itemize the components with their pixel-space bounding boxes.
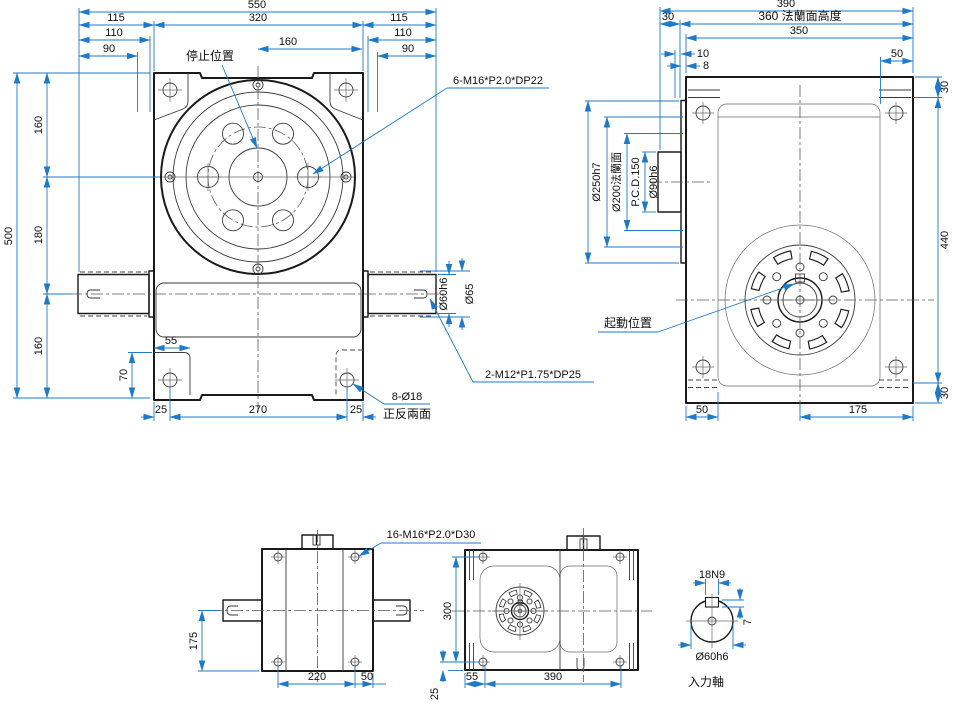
front-labels: 停止位置 6-M16*P2.0*DP22 2-M12*P1.75*DP25 8-… (186, 48, 594, 421)
note-table-taps: 16-M16*P2.0*D30 (387, 529, 476, 541)
dim-side-pcd: P.C.D.150 (630, 157, 642, 206)
dim-side-50-top: 50 (891, 48, 903, 60)
dim-front-500: 500 (3, 227, 15, 245)
note-base-holes-2: 正反兩面 (383, 407, 431, 421)
dim-front-70: 70 (118, 369, 130, 381)
dim-side-350: 350 (790, 25, 808, 37)
front-view: 550 115 320 115 110 110 90 90 160 500 (3, 0, 594, 421)
dim-side-30-top: 30 (939, 81, 951, 93)
bottom-view-ring (492, 583, 548, 640)
dim-front-110-left: 110 (105, 27, 123, 39)
dim-side-flange-od: Ø250h7 (591, 162, 603, 201)
front-corner-holes (158, 78, 359, 392)
dim-front-90-left: 90 (103, 43, 115, 55)
dim-key-depth: 7 (742, 619, 754, 625)
side-corner-screws (692, 102, 907, 378)
dim-front-110-right: 110 (394, 27, 412, 39)
side-dimensions: 390 30 360 法蘭面高度 350 10 8 50 30 440 30 (584, 0, 951, 421)
dim-front-shaft-dia: Ø60h6 (438, 277, 450, 310)
dim-key-width: 18N9 (699, 569, 725, 581)
dim-bottom-390: 390 (544, 671, 562, 683)
bottom-view-dimensions: 300 25 55 390 (429, 556, 622, 700)
label-start-position: 起動位置 (604, 315, 652, 330)
dim-side-50-bottom: 50 (696, 404, 708, 416)
side-view: 390 30 360 法蘭面高度 350 10 8 50 30 440 30 (584, 0, 951, 421)
dim-side-30-offset: 30 (662, 11, 674, 23)
dim-bottom-300: 300 (442, 602, 454, 620)
dim-top-220: 220 (308, 671, 326, 683)
dim-front-55: 55 (165, 335, 177, 347)
dim-side-flange-face: Ø200法蘭面 (609, 152, 623, 212)
dim-side-360-flange-height: 360 法蘭面高度 (758, 8, 841, 23)
note-side-taps: 2-M12*P1.75*DP25 (485, 369, 581, 381)
dim-front-160-top: 160 (33, 116, 45, 134)
dim-side-pilot: Ø90h6 (648, 165, 660, 198)
dim-bottom-25: 25 (429, 688, 441, 700)
dim-top-175: 175 (188, 632, 200, 650)
top-view: 16-M16*P2.0*D30 175 220 50 (188, 529, 481, 688)
label-input-shaft: 入力軸 (688, 675, 724, 689)
label-stop-position: 停止位置 (186, 48, 234, 63)
dim-side-10: 10 (697, 48, 709, 60)
dim-front-25-left: 25 (155, 404, 167, 416)
dim-side-390: 390 (777, 0, 795, 10)
dim-side-8: 8 (703, 60, 709, 72)
dim-front-550: 550 (248, 0, 266, 11)
front-dimensions: 550 115 320 115 110 110 90 90 160 500 (3, 0, 476, 421)
bottom-view: 300 25 55 390 (429, 528, 652, 700)
top-view-screws (271, 550, 362, 669)
dim-front-160-bottom: 160 (33, 337, 45, 355)
dim-side-175: 175 (849, 404, 867, 416)
note-base-holes: 8-Ø18 (392, 391, 423, 403)
dim-front-320: 320 (249, 12, 267, 24)
dim-side-440: 440 (939, 231, 951, 249)
dim-front-160-bolt: 160 (279, 36, 297, 48)
dim-bottom-55: 55 (466, 671, 478, 683)
dim-front-90-right: 90 (402, 43, 414, 55)
dim-front-115-right: 115 (390, 12, 408, 24)
dim-front-hub-dia: Ø65 (464, 284, 476, 305)
dim-front-270: 270 (249, 404, 267, 416)
top-view-dimensions: 16-M16*P2.0*D30 175 220 50 (188, 529, 481, 688)
dim-front-25-right: 25 (350, 404, 362, 416)
dim-top-50: 50 (361, 671, 373, 683)
side-labels: 起動位置 (598, 283, 795, 333)
dim-shaft-dia: Ø60h6 (695, 651, 728, 663)
dim-front-115-left: 115 (107, 12, 125, 24)
shaft-detail-dimensions: 18N9 7 Ø60h6 入力軸 (678, 569, 754, 689)
dim-side-30-bottom: 30 (939, 387, 951, 399)
note-top-taps: 6-M16*P2.0*DP22 (453, 75, 543, 87)
dim-front-180: 180 (33, 226, 45, 244)
shaft-detail-view: 18N9 7 Ø60h6 入力軸 (678, 569, 754, 689)
bottom-view-screws (476, 550, 627, 669)
